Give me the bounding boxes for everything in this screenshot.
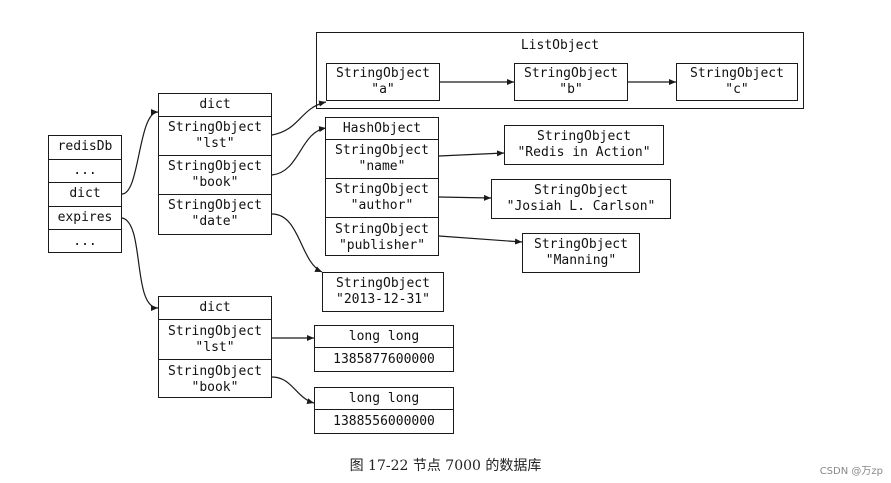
main-dict-key-date: StringObject "date" [168,198,262,229]
redisdb-header: redisDb [49,136,121,160]
arrow-name-to-value [438,150,505,157]
hash-header: HashObject [326,118,438,140]
list-object-frame [316,32,804,109]
list-object-title: ListObject [520,38,600,53]
expires-dict: dict StringObject "lst" StringObject "bo… [158,296,272,398]
arrow-db-dict-to-main-dict [121,109,159,195]
redisdb-struct: redisDb ... dict expires ... [48,135,122,253]
main-dict-key-book: StringObject "book" [159,156,271,195]
list-item-a: StringObject "a" [326,63,440,101]
arrow-book-to-hash [271,126,327,176]
arrow-exp-book-to-value [271,376,315,405]
hash-key-name: StringObject "name" [326,140,438,179]
hash-value-author: StringObject "Josiah L. Carlson" [491,179,671,219]
expires-dict-key-book: StringObject "book" [168,363,262,395]
expire-value-timestamp: 1388556000000 [333,413,435,429]
redisdb-cell-dict: dict [49,183,121,207]
arrow-author-to-value [438,194,492,201]
figure-caption: 图 17-22 节点 7000 的数据库 [349,458,542,474]
hash-key-publisher: StringObject "publisher" [335,221,429,253]
redisdb-cell-ellipsis: ... [49,160,121,184]
main-dict-header: dict [159,94,271,117]
hash-key-author: StringObject "author" [326,179,438,218]
watermark: CSDN @万zp [819,466,883,477]
main-dict-key-lst: StringObject "lst" [159,117,271,156]
main-dict: dict StringObject "lst" StringObject "bo… [158,93,272,235]
arrow-lst-to-list [271,100,327,136]
redisdb-cell-expires: expires [49,207,121,231]
expire-value-type: long long [315,388,453,410]
arrow-publisher-to-value [438,235,523,245]
expires-dict-key-lst: StringObject "lst" [159,320,271,360]
expire-value-lst: long long 1385877600000 [314,325,454,372]
list-item-c: StringObject "c" [676,63,798,101]
arrow-db-expires-to-expires-dict [121,217,159,311]
arrow-date-to-date-value [271,213,323,273]
expire-value-type: long long [315,326,453,348]
hash-value-name: StringObject "Redis in Action" [504,125,664,165]
expire-value-timestamp: 1385877600000 [333,351,435,367]
redisdb-cell-ellipsis: ... [73,234,97,250]
expire-value-book: long long 1388556000000 [314,387,454,434]
list-item-b: StringObject "b" [514,63,628,101]
hash-value-publisher: StringObject "Manning" [522,233,640,273]
hash-object: HashObject StringObject "name" StringObj… [325,117,439,256]
expires-dict-header: dict [159,297,271,320]
date-value: StringObject "2013-12-31" [322,272,444,312]
